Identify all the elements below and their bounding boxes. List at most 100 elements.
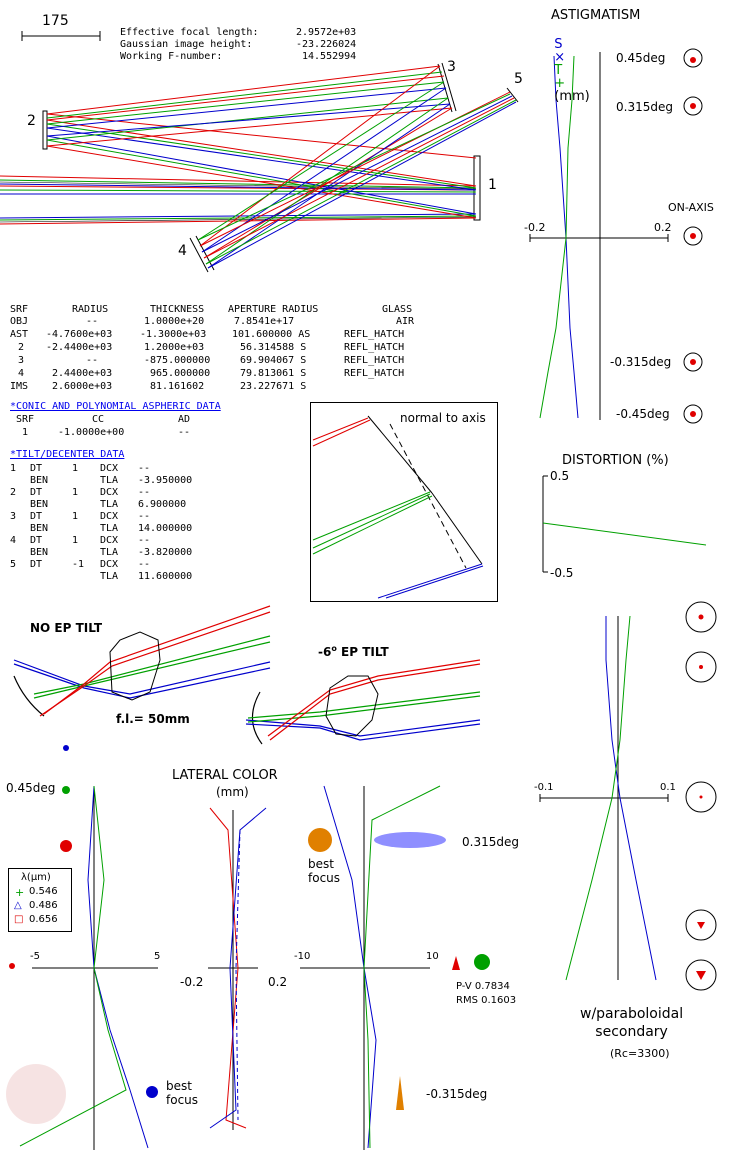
field-label-045: 0.45deg	[6, 781, 56, 795]
tilt-cell: DT	[30, 487, 43, 498]
table-cell: 7.8541e+17	[234, 316, 295, 327]
tilt-cell: 5	[10, 559, 17, 570]
lc-tick-mid-neg: -0.2	[180, 975, 204, 989]
table-header: APERTURE RADIUS	[228, 304, 319, 315]
rms-value: RMS 0.1603	[456, 995, 517, 1006]
lateral-color-title: LATERAL COLOR	[172, 768, 278, 783]
table-cell: -1.3000e+03	[140, 329, 207, 340]
tilt-cell: BEN	[30, 547, 49, 558]
surface-label-4: 4	[178, 243, 187, 259]
table-cell: 2.6000e+03	[52, 381, 113, 392]
tilt-cell: DT	[30, 511, 43, 522]
summary-image-height-value: -23.226024	[296, 39, 357, 50]
table-cell: -875.000000	[144, 355, 211, 366]
legend-symbol-red: □	[14, 914, 24, 925]
tilt-cell: 14.000000	[138, 523, 193, 534]
distortion-title: DISTORTION (%)	[562, 453, 669, 468]
distortion-plot	[542, 475, 707, 573]
tilt-cell: 1	[72, 487, 79, 498]
summary-efl-value: 2.9572e+03	[296, 27, 357, 38]
table-cell: REFL_HATCH	[344, 355, 405, 366]
astig-tick-pos: 0.2	[654, 221, 672, 234]
table-cell: 3	[18, 355, 25, 366]
inset-drawing	[312, 415, 484, 599]
conic-srf: 1	[22, 427, 29, 438]
tilt-cell: DT	[30, 463, 43, 474]
legend-unit: (mm)	[554, 89, 590, 104]
summary-fnumber-value: 14.552994	[302, 51, 357, 62]
tilt-cell: --	[138, 463, 151, 474]
para-tick-neg: -0.1	[534, 782, 554, 793]
tilt-cell: --	[138, 559, 151, 570]
tilt-cell: 1	[72, 511, 79, 522]
table-cell: --	[86, 355, 99, 366]
table-cell: 4	[18, 368, 25, 379]
table-cell: 101.600000 AS	[232, 329, 311, 340]
distortion-tick-pos: 0.5	[550, 469, 570, 483]
legend-symbol-green: +	[15, 886, 25, 899]
legend-t: T	[554, 63, 563, 78]
tilt-cell: DCX	[100, 511, 119, 522]
astig-field-onaxis: ON-AXIS	[668, 201, 714, 214]
conic-ad: --	[178, 427, 191, 438]
wavelength-legend: λ(μm) + 0.546 △ 0.486 □ 0.656	[8, 868, 72, 932]
no-ep-tilt-title: NO EP TILT	[30, 621, 103, 635]
table-cell: 2.4400e+03	[52, 368, 113, 379]
tilt-cell: 1	[10, 463, 17, 474]
legend-plus: +	[554, 76, 566, 91]
table-cell: REFL_HATCH	[344, 342, 405, 353]
mirror-5	[506, 87, 519, 103]
surface-label-2: 2	[27, 113, 36, 129]
paraboloidal-plot	[539, 601, 717, 991]
astig-tick-neg: -0.2	[524, 221, 546, 234]
legend-s: S	[554, 37, 563, 52]
table-cell: -4.7600e+03	[46, 329, 113, 340]
scale-bar	[21, 31, 101, 41]
tilt-data-link[interactable]: *TILT/DECENTER DATA	[10, 449, 125, 460]
legend-x: ×	[554, 50, 566, 65]
spot-diagrams	[6, 745, 490, 1124]
tilt-cell: BEN	[30, 475, 49, 486]
tilt-cell: 1	[72, 535, 79, 546]
table-header: RADIUS	[72, 304, 109, 315]
table-cell: 1.0000e+20	[144, 316, 205, 327]
tilt-cell: 4	[10, 535, 17, 546]
raytrace-layout	[0, 62, 519, 273]
ep-tilt-suffix: EP TILT	[336, 645, 389, 659]
table-header: GLASS	[382, 304, 413, 315]
legend-value-green: 0.546	[29, 886, 58, 897]
lc-tick-right-neg: -10	[294, 951, 311, 962]
conic-data-link[interactable]: *CONIC AND POLYNOMIAL ASPHERIC DATA	[10, 401, 221, 412]
legend-symbol-blue: △	[14, 900, 22, 911]
summary-image-height-label: Gaussian image height:	[120, 39, 253, 50]
tilt-cell: TLA	[100, 547, 119, 558]
tilt-cell: DCX	[100, 487, 119, 498]
astig-field-0315: 0.315deg	[616, 100, 673, 114]
table-cell: 2	[18, 342, 25, 353]
table-cell: REFL_HATCH	[344, 368, 405, 379]
best-focus-label-bottom: best focus	[166, 1079, 199, 1107]
table-cell: AIR	[396, 316, 415, 327]
mirror-2	[42, 110, 48, 150]
tilt-cell: 11.600000	[138, 571, 193, 582]
tilt-cell: --	[138, 487, 151, 498]
lateral-color-unit: (mm)	[216, 785, 249, 799]
tilt-cell: --	[138, 535, 151, 546]
ep-tilt-degree: o	[331, 644, 337, 653]
tilt-cell: TLA	[100, 475, 119, 486]
tilt-cell: DCX	[100, 535, 119, 546]
lc-tick-left-neg: -5	[30, 951, 40, 962]
tilt-cell: -3.820000	[138, 547, 193, 558]
tilt-cell: TLA	[100, 499, 119, 510]
lateral-color-plots	[6, 745, 490, 1150]
tilt-cell: DT	[30, 535, 43, 546]
tilt-cell: BEN	[30, 523, 49, 534]
table-cell: 1.2000e+03	[144, 342, 205, 353]
pv-value: P-V 0.7834	[456, 981, 510, 992]
best-focus-label-top: best focus	[308, 857, 341, 885]
field-label-0315: 0.315deg	[462, 835, 519, 849]
surface-label-5: 5	[514, 71, 523, 87]
astigmatism-plot	[529, 48, 703, 424]
tilt-cell: DCX	[100, 463, 119, 474]
lc-tick-right-pos: 10	[426, 951, 439, 962]
